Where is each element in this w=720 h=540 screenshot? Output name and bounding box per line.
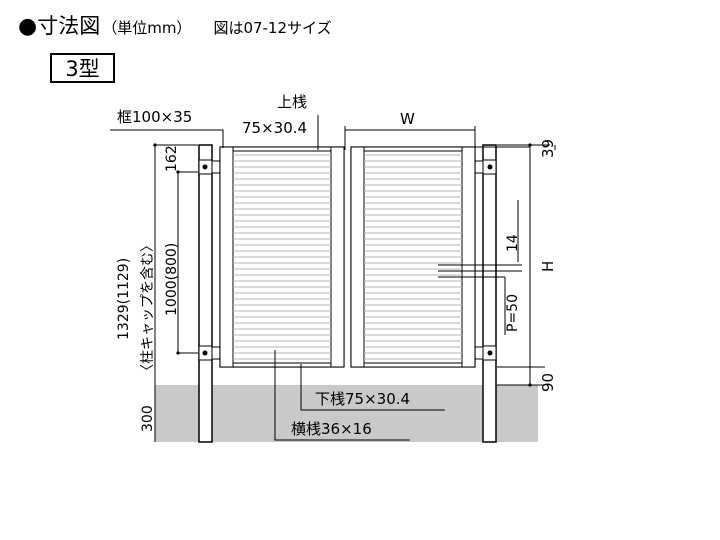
post-note-label: 〈柱キャップを含む〉	[140, 238, 156, 378]
unit-note: （単位mm）	[102, 19, 192, 37]
dimension-lines	[110, 115, 556, 442]
cross-bar-label: 横桟36×16	[291, 420, 372, 438]
bottom-gap-label: 90	[539, 373, 557, 392]
right-door	[350, 146, 476, 368]
right-post	[482, 144, 497, 443]
inner-height-label: 1000(800)	[164, 243, 180, 316]
size-note: 図は07-12サイズ	[213, 19, 332, 37]
pitch-label: P=50	[505, 294, 521, 332]
slat-gap-label: 14	[505, 234, 521, 252]
bottom-rail-label: 下桟75×30.4	[315, 390, 410, 408]
bullet-icon: ●	[18, 14, 38, 39]
top-gap-label: 39	[539, 139, 557, 158]
diagram-title: 寸法図	[37, 14, 101, 38]
left-post	[198, 144, 213, 443]
width-label: W	[400, 110, 415, 128]
top-rail-name-label: 上桟	[277, 93, 307, 111]
left-door	[219, 146, 345, 368]
height-label: H	[539, 261, 557, 272]
upper-hinge-label: 162	[164, 145, 180, 172]
post-height-label: 1329(1129)	[116, 258, 132, 340]
left-slats	[233, 154, 331, 360]
top-rail-size-label: 75×30.4	[242, 119, 307, 137]
post-size-label: 框100×35	[117, 108, 192, 126]
diagram-header: ●寸法図（単位mm） 図は07-12サイズ	[18, 10, 332, 40]
dimension-ticks	[153, 143, 532, 387]
type-label: 3型	[50, 53, 115, 83]
right-slats	[364, 154, 462, 360]
ground-area	[155, 385, 538, 442]
embed-depth-label: 300	[140, 405, 156, 432]
